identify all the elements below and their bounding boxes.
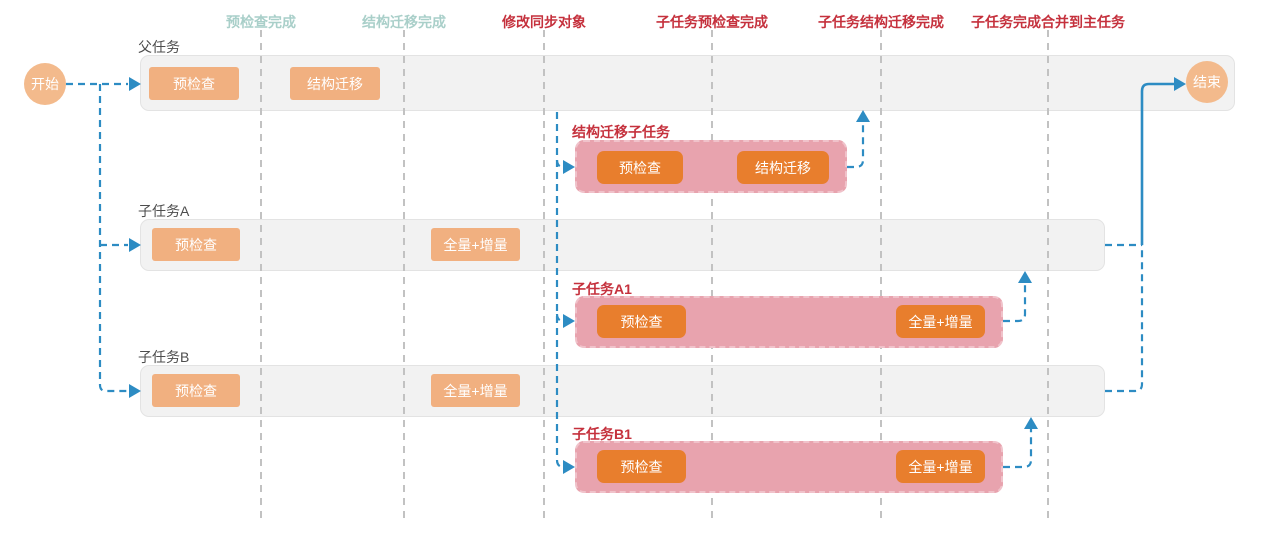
milestone-subtask-merged: 子任务完成合并到主任务 [971, 14, 1125, 30]
step-schema-subtask-migration[interactable]: 结构迁移 [737, 151, 829, 184]
connector-start-branch-to-b [98, 84, 128, 393]
milestone-schema-migration-done: 结构迁移完成 [362, 14, 446, 30]
milestone-precheck-done: 预检查完成 [226, 14, 296, 30]
connector-merge-to-end [1140, 82, 1174, 245]
arrowhead-into-a1 [563, 314, 575, 328]
arrowhead-into-schema-subtask [563, 160, 575, 174]
end-node[interactable]: 结束 [1186, 61, 1228, 103]
milestone-modify-sync-objects: 修改同步对象 [502, 14, 586, 30]
start-node[interactable]: 开始 [24, 63, 66, 105]
connector-a1-up-to-a [1003, 283, 1027, 323]
connector-b1-up-to-b [1003, 429, 1033, 469]
lane-subtask-a [140, 219, 1105, 271]
milestone-subtask-precheck-done: 子任务预检查完成 [656, 14, 768, 30]
step-b1-full-incremental[interactable]: 全量+增量 [896, 450, 985, 483]
connector-schema-subtask-up-to-parent [847, 122, 865, 169]
connector-elbow-to-schema-subtask [555, 159, 565, 169]
lane-subtask-b [140, 365, 1105, 417]
arrowhead-into-b1 [563, 460, 575, 474]
step-schema-subtask-precheck[interactable]: 预检查 [597, 151, 683, 184]
step-a1-precheck[interactable]: 预检查 [597, 305, 686, 338]
lane-label-subtask-a: 子任务A [138, 203, 190, 219]
subtask-label-a1: 子任务A1 [572, 281, 632, 297]
arrowhead-up-to-parent [856, 110, 870, 122]
step-b1-precheck[interactable]: 预检查 [597, 450, 686, 483]
arrowhead-into-b [129, 384, 141, 398]
connector-parent-down-to-b1 [555, 112, 565, 469]
step-a-full-incremental[interactable]: 全量+增量 [431, 228, 520, 261]
arrowhead-up-to-a [1018, 271, 1032, 283]
milestone-subtask-schema-done: 子任务结构迁移完成 [818, 14, 944, 30]
step-b-full-incremental[interactable]: 全量+增量 [431, 374, 520, 407]
lane-label-subtask-b: 子任务B [138, 349, 190, 365]
step-a1-full-incremental[interactable]: 全量+增量 [896, 305, 985, 338]
step-parent-precheck[interactable]: 预检查 [149, 67, 239, 100]
step-a-precheck[interactable]: 预检查 [152, 228, 240, 261]
step-b-precheck[interactable]: 预检查 [152, 374, 240, 407]
connector-elbow-to-a1 [555, 313, 565, 323]
subtask-label-b1: 子任务B1 [572, 426, 632, 442]
arrowhead-into-a [129, 238, 141, 252]
lane-label-parent-task: 父任务 [138, 39, 180, 55]
arrowhead-into-end [1174, 77, 1186, 91]
connector-b-to-merge [1105, 245, 1144, 393]
subtask-label-schema-migration: 结构迁移子任务 [572, 124, 670, 140]
arrowhead-up-to-b [1024, 417, 1038, 429]
arrowhead-into-parent [129, 77, 141, 91]
step-parent-schema-migration[interactable]: 结构迁移 [290, 67, 380, 100]
